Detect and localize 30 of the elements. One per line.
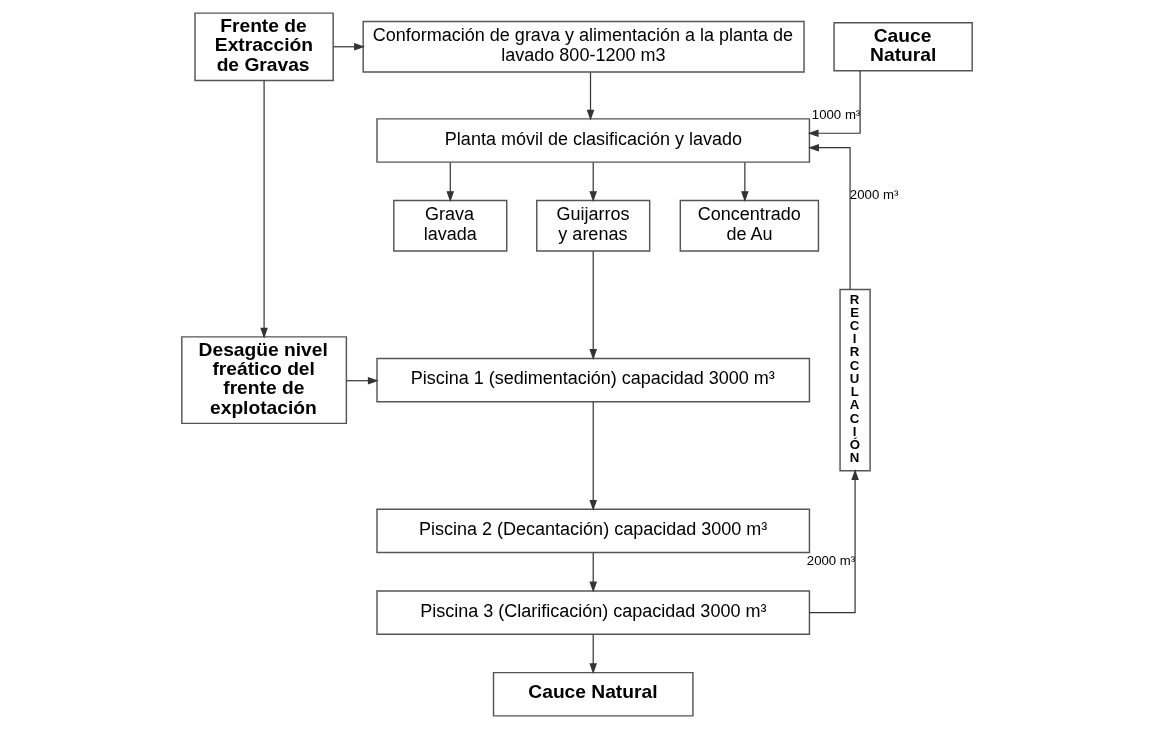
node-box: Conformación de grava y alimentación a la planta de lavado 800-1200 m3 (361, 20, 805, 73)
node-box: Desagüe nivel freático del frente de explotación (180, 336, 347, 425)
node-box: Guijarros y arenas (535, 199, 650, 252)
node-box: RECIRCULACIÓN (838, 288, 871, 472)
node-box: Piscina 2 (Decantación) capacidad 3000 m³ (375, 508, 810, 554)
arrow (588, 401, 597, 511)
node-box: Cauce Natural (832, 22, 973, 72)
node-box: Piscina 3 (Clarificación) capacidad 3000 m³ (375, 590, 810, 635)
arrow (588, 633, 597, 675)
arrow (332, 43, 365, 51)
arrow (446, 161, 454, 203)
node-box: Planta móvil de clasificación y lavado (375, 118, 810, 163)
edge-label: 1000 m³ (811, 107, 860, 123)
node-box: Cauce Natural (492, 671, 694, 717)
arrow (807, 143, 851, 290)
edge-label: 2000 m³ (806, 552, 855, 568)
arrow (808, 469, 859, 614)
arrow (588, 552, 597, 593)
arrow (259, 80, 268, 339)
edge-label: 2000 m³ (849, 186, 898, 202)
arrow (588, 250, 597, 360)
arrow (345, 376, 379, 385)
arrow (807, 70, 861, 138)
node-box: Piscina 1 (sedimentación) capacidad 3000 m³ (375, 357, 810, 403)
node-box: Concentrado de Au (679, 199, 819, 252)
arrow (588, 161, 597, 203)
node-box: Grava lavada (392, 199, 507, 252)
arrow (740, 161, 749, 203)
node-box: Frente de Extracción de Gravas (193, 12, 334, 82)
arrow (586, 71, 594, 121)
